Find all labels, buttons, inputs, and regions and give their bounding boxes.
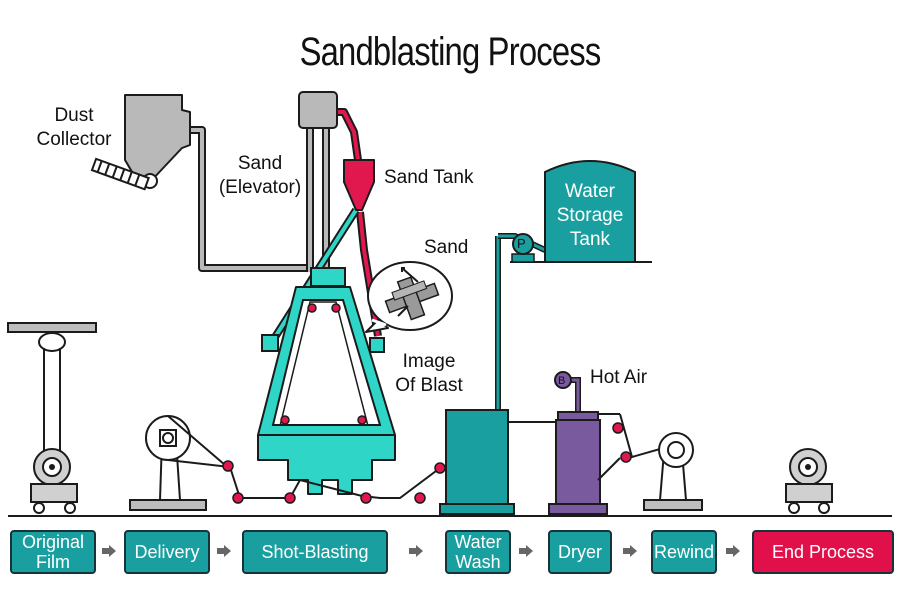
arrow-right-icon — [519, 545, 533, 557]
blast-image-bubble — [365, 261, 453, 333]
label-line: Tank — [569, 229, 611, 250]
pump-letter: P — [517, 236, 526, 251]
dryer-unit — [548, 371, 689, 515]
step-delivery: Delivery — [124, 530, 210, 574]
label-line: Sand — [237, 153, 283, 174]
label-line: (Elevator) — [218, 177, 302, 198]
step-original-film: Original Film — [10, 530, 96, 574]
dust-collector — [90, 94, 191, 191]
arrow-right-icon — [102, 545, 116, 557]
label-sand-elevator: Sand (Elevator) — [212, 152, 308, 200]
label-dust-collector: Dust Collector — [30, 104, 118, 152]
delivery-station — [129, 415, 207, 511]
arrow-right-icon — [726, 545, 740, 557]
label-line: Dust — [54, 105, 94, 126]
label-line: Of Blast — [395, 375, 463, 396]
label-water-storage-tank: Water Storage Tank — [545, 180, 635, 252]
arrow-right-icon — [409, 545, 423, 557]
rollers — [222, 460, 446, 504]
label-hot-air: Hot Air — [590, 367, 648, 388]
end-station — [785, 448, 833, 514]
arrow-right-icon — [623, 545, 637, 557]
blower-letter: B — [558, 375, 566, 387]
step-rewind: Rewind — [651, 530, 717, 574]
rewind-station — [643, 432, 703, 511]
step-end-process: End Process — [752, 530, 894, 574]
step-dryer: Dryer — [548, 530, 612, 574]
label-line: Image — [402, 351, 456, 372]
film-path — [167, 415, 441, 499]
label-line: Storage — [556, 205, 624, 226]
shot-blaster — [257, 267, 396, 495]
arrow-right-icon — [217, 545, 231, 557]
unwind-station — [7, 322, 97, 514]
label-sand: Sand — [424, 237, 469, 258]
elevator-head — [298, 91, 338, 129]
label-line: Water — [565, 181, 615, 202]
label-image-of-blast: Image Of Blast — [384, 350, 474, 398]
label-sand-tank: Sand Tank — [384, 167, 474, 188]
label-line: Collector — [36, 129, 112, 150]
sand-tank — [343, 159, 375, 211]
step-shot-blasting: Shot-Blasting — [242, 530, 388, 574]
water-wash-unit — [439, 233, 558, 515]
step-water-wash: Water Wash — [445, 530, 511, 574]
diagram-title: Sandblasting Process — [299, 30, 602, 74]
pump — [511, 233, 535, 263]
